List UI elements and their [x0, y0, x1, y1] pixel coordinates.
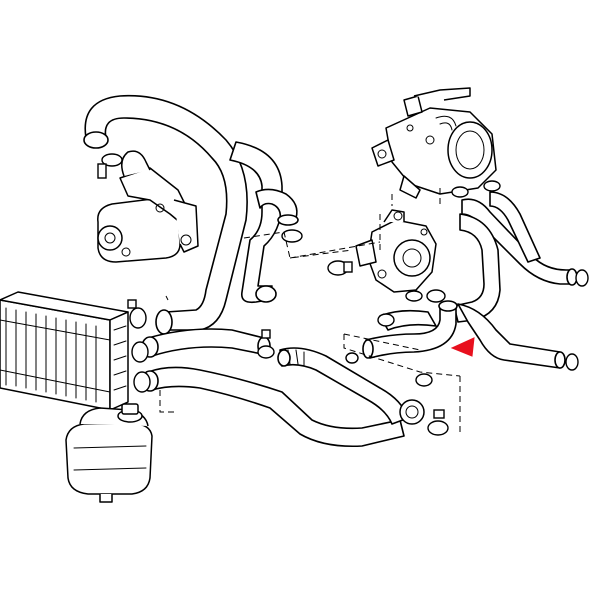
clamp-17 — [405, 290, 423, 302]
clamp-6 — [133, 371, 151, 393]
clamp-14 — [415, 373, 433, 387]
clamp-2 — [281, 229, 303, 243]
thermostat-housing — [355, 209, 437, 293]
clamp-8 — [345, 352, 359, 364]
clamp-11 — [483, 180, 501, 192]
water-pump — [97, 150, 199, 263]
clamp-15 — [427, 409, 449, 436]
bypass-hose — [255, 188, 299, 226]
clamp-1 — [97, 153, 123, 179]
corrugated-hose — [277, 347, 425, 425]
clamp-7 — [257, 329, 275, 359]
thermostat-outlet-hose — [362, 300, 458, 359]
clamp-13 — [565, 353, 579, 371]
clamp-3 — [327, 260, 353, 276]
red-arrow-pointer — [450, 337, 475, 357]
heater-hose-upper — [229, 141, 283, 304]
assembly-leader-lines — [159, 188, 461, 432]
clamp-4 — [127, 299, 147, 329]
expansion-tank — [65, 403, 153, 503]
clamp-12 — [575, 269, 589, 287]
radiator — [0, 291, 129, 411]
clamp-5 — [131, 341, 149, 363]
throttle-body — [371, 87, 497, 199]
hose-clamps — [97, 153, 589, 436]
clamp-16 — [377, 313, 395, 327]
heater-hoses — [453, 191, 578, 369]
clamp-9 — [426, 289, 446, 303]
clamp-10 — [451, 186, 469, 198]
